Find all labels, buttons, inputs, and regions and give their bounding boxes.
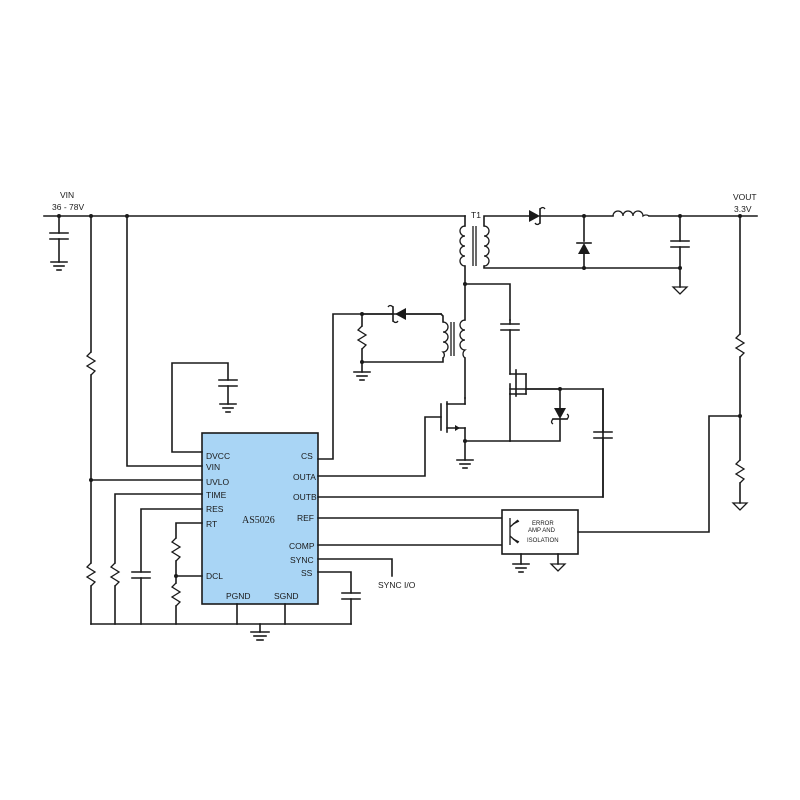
dvcc-capacitor (171, 362, 238, 453)
uvlo-divider (85, 215, 203, 625)
time-resistor (109, 493, 203, 625)
pin-comp: COMP (289, 541, 315, 551)
sense-diode (360, 304, 442, 324)
vout-label: VOUT (733, 192, 757, 202)
current-sense-transformer (361, 312, 467, 399)
pin-cs: CS (301, 451, 313, 461)
sense-resistor (353, 313, 371, 381)
pin-ref: REF (297, 513, 314, 523)
sync-wire (317, 558, 393, 577)
output-capacitor (670, 215, 690, 295)
sync-io-label: SYNC I/O (378, 580, 416, 590)
ground-rail (90, 603, 352, 641)
cs-wire (317, 313, 442, 460)
main-mosfet (440, 397, 474, 469)
output-divider (731, 215, 749, 511)
clamp-mosfet (464, 369, 562, 442)
transformer-t1 (459, 215, 681, 285)
vout-value-label: 3.3V (734, 204, 752, 214)
pin-dcl: DCL (206, 571, 223, 581)
ic-body (201, 432, 319, 605)
output-diode (529, 206, 614, 226)
pin-dvcc: DVCC (206, 451, 230, 461)
error-amp-text-3: ISOLATION (527, 538, 559, 544)
error-amp-text: ERROR (532, 521, 554, 527)
vin-pin-wire (126, 215, 203, 467)
pin-sgnd: SGND (274, 591, 299, 601)
pin-ss: SS (301, 568, 313, 578)
clamp-capacitor (500, 319, 520, 375)
ground-symbol (50, 261, 68, 271)
res-capacitor (131, 508, 203, 625)
pin-vin: VIN (206, 462, 220, 472)
clamp-diode (509, 388, 570, 442)
ss-capacitor (317, 571, 361, 625)
vin-label: VIN (60, 190, 74, 200)
rt-resistor (170, 522, 203, 625)
input-capacitor (49, 215, 69, 263)
error-amp-text-2: AMP AND (528, 528, 556, 534)
outa-wire (317, 416, 442, 477)
pin-outb: OUTB (293, 492, 317, 502)
input-rail (43, 214, 466, 218)
pin-res: RES (206, 504, 224, 514)
freewheel-diode (576, 214, 592, 270)
block-grounds (512, 553, 567, 573)
pin-rt: RT (206, 519, 217, 529)
pin-uvlo: UVLO (206, 477, 230, 487)
pin-time: TIME (206, 490, 227, 500)
ic-name: AS5026 (242, 515, 275, 526)
pin-sync: SYNC (290, 555, 314, 565)
pin-pgnd: PGND (226, 591, 251, 601)
outb-capacitor (593, 388, 613, 498)
feedback-wire (577, 415, 741, 533)
pin-outa: OUTA (293, 472, 316, 482)
t1-label: T1 (471, 210, 481, 220)
vin-range-label: 36 - 78V (52, 202, 84, 212)
primary-switch-node (463, 282, 511, 321)
